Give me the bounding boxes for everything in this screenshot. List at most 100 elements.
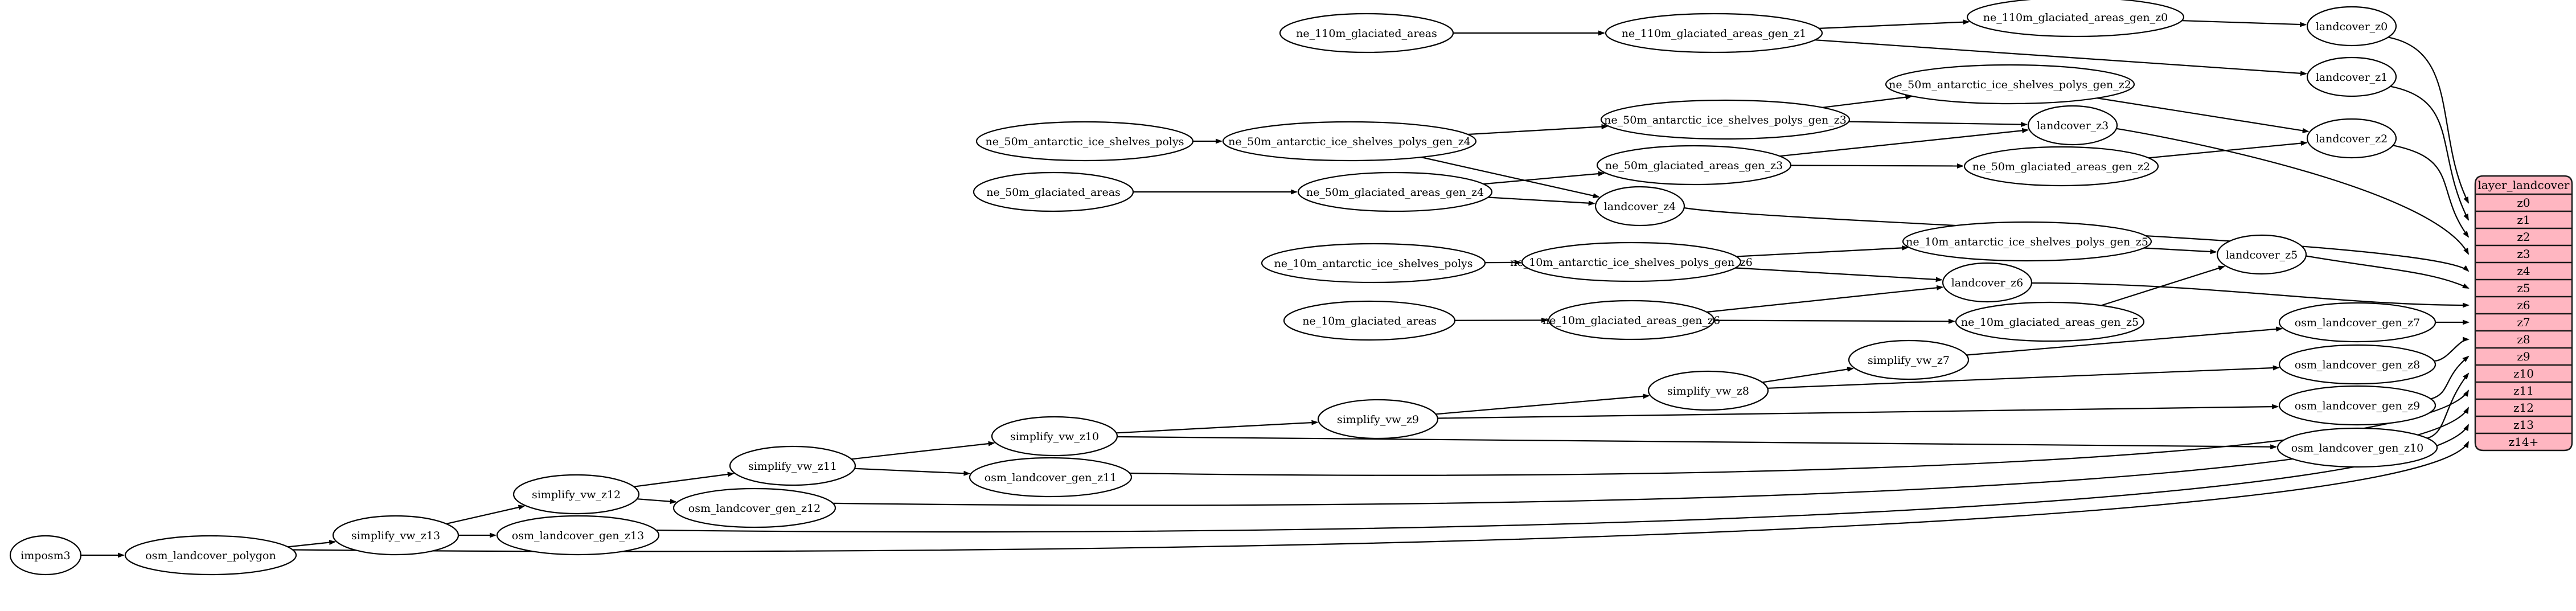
node-ellipse [2278,302,2436,343]
node-ellipse [2276,427,2438,468]
node-label: ne_10m_antarctic_ice_shelves_polys_gen_z… [1906,236,2148,248]
node-label: ne_50m_antarctic_ice_shelves_polys_gen_z… [1228,136,1471,148]
edge-ne_50m_antarctic_ice_shelves_polys_gen_z4-to-landcover_z4 [1421,156,1600,199]
table-row-z0: z0 [2517,196,2530,210]
node-ellipse [332,515,460,556]
node-label: ne_50m_glaciated_areas_gen_z3 [1605,159,1783,172]
node-ellipse [124,535,297,576]
node-label: osm_landcover_gen_z7 [2295,317,2420,329]
node-ne_50m_antarctic_ice_shelves_polys_gen_z2: ne_50m_antarctic_ice_shelves_polys_gen_z… [1885,64,2135,105]
edge-simplify_vw_z8-to-osm_landcover_gen_z8 [1767,365,2280,389]
edge-osm_landcover_polygon-to-simplify_vw_z13 [288,540,337,548]
node-ne_110m_glaciated_areas_gen_z1: ne_110m_glaciated_areas_gen_z1 [1605,13,1823,54]
edge-ne_50m_glaciated_areas_gen_z4-to-ne_50m_glaciated_areas_gen_z3 [1483,171,1605,185]
edge-simplify_vw_z11-to-osm_landcover_gen_z11 [854,468,971,476]
node-ne_50m_glaciated_areas: ne_50m_glaciated_areas [973,171,1134,212]
node-ellipse [729,445,856,486]
node-label: landcover_z4 [1604,200,1676,213]
node-ne_50m_glaciated_areas_gen_z3: ne_50m_glaciated_areas_gen_z3 [1596,145,1792,186]
node-ne_10m_glaciated_areas_gen_z6: ne_10m_glaciated_areas_gen_z6 [1543,300,1720,341]
node-label: osm_landcover_gen_z10 [2291,442,2423,454]
node-ellipse [2278,385,2436,426]
edge-ne_10m_glaciated_areas_gen_z6-to-landcover_z6 [1707,285,1944,313]
table-row-label: z3 [2517,247,2530,261]
edge-landcover_z2-to-row-z2 [2393,145,2470,238]
edge-ne_50m_glaciated_areas_gen_z3-to-landcover_z3 [1779,128,2029,157]
table-row-label: z2 [2517,230,2530,244]
node-label: ne_110m_glaciated_areas_gen_z0 [1983,11,2168,24]
node-ellipse [512,474,640,515]
table-row-z2: z2 [2517,230,2530,244]
node-ellipse [1279,13,1454,54]
node-label: ne_110m_glaciated_areas [1296,27,1437,40]
edge-osm_landcover_gen_z9-to-row-z9 [2430,355,2470,400]
node-label: ne_50m_glaciated_areas_gen_z2 [1972,161,2150,173]
node-ellipse [1297,171,1493,212]
edge-simplify_vw_z10-to-osm_landcover_gen_z10 [1117,436,2278,450]
node-label: simplify_vw_z9 [1337,413,1419,426]
edge-simplify_vw_z7-to-osm_landcover_gen_z7 [1966,326,2283,356]
edges-layer [81,19,2470,558]
edge-ne_110m_glaciated_areas_gen_z1-to-landcover_z1 [1815,39,2307,76]
node-ellipse [1955,301,2145,342]
node-osm_landcover_gen_z7: osm_landcover_gen_z7 [2278,302,2436,343]
node-label: landcover_z2 [2316,133,2388,145]
node-ellipse [1902,221,2152,262]
node-ellipse [1596,145,1792,186]
node-ellipse [1605,13,1823,54]
node-label: osm_landcover_gen_z12 [688,502,821,515]
table-row-z13: z13 [2513,418,2534,432]
node-ellipse [1521,241,1742,282]
table-row-label: z10 [2513,367,2534,380]
node-label: ne_50m_antarctic_ice_shelves_polys [986,136,1184,148]
node-label: simplify_vw_z11 [748,460,837,473]
edge-ne_10m_glaciated_areas_gen_z5-to-landcover_z5 [2101,265,2226,306]
node-landcover_z4: landcover_z4 [1594,186,1685,227]
node-landcover_z2: landcover_z2 [2306,118,2397,159]
edge-simplify_vw_z12-to-osm_landcover_gen_z12 [637,498,677,505]
edge-landcover_z3-to-row-z3 [2116,128,2469,255]
node-ellipse [969,457,1133,498]
edge-ne_50m_glaciated_areas_gen_z2-to-landcover_z2 [2148,141,2308,159]
node-label: osm_landcover_gen_z9 [2295,400,2420,412]
edge-ne_50m_antarctic_ice_shelves_polys_gen_z2-to-landcover_z2 [2097,97,2310,133]
edge-simplify_vw_z11-to-simplify_vw_z10 [851,441,995,460]
node-label: landcover_z0 [2316,20,2388,33]
node-landcover_z0: landcover_z0 [2306,6,2397,47]
edge-ne_50m_antarctic_ice_shelves_polys_gen_z3-to-landcover_z3 [1848,121,2028,128]
node-ellipse [2306,56,2397,97]
edge-ne_10m_glaciated_areas_gen_z6-to-ne_10m_glaciated_areas_gen_z5 [1713,318,1955,324]
edge-ne_10m_antarctic_ice_shelves_polys_gen_z5-to-landcover_z5 [2144,247,2217,255]
table-row-z9: z9 [2517,350,2530,363]
node-label: osm_landcover_gen_z11 [985,471,1117,484]
node-landcover_z1: landcover_z1 [2306,56,2397,97]
table-row-z3: z3 [2517,247,2530,261]
node-ellipse [2278,344,2436,385]
node-label: ne_10m_glaciated_areas [1302,315,1437,327]
node-ellipse [2027,105,2118,146]
node-label: ne_10m_antarctic_ice_shelves_polys [1274,257,1473,270]
edge-ne_50m_antarctic_ice_shelves_polys_gen_z3-to-ne_50m_antarctic_ice_shelves_polys_gen_z2 [1822,95,1913,108]
node-label: landcover_z6 [1951,277,2024,289]
node-simplify_vw_z12: simplify_vw_z12 [512,474,640,515]
table-row-z11: z11 [2513,384,2534,397]
table-title: layer_landcover [2478,178,2570,192]
node-simplify_vw_z13: simplify_vw_z13 [332,515,460,556]
table-row-label: z7 [2517,315,2530,329]
table-row-z5: z5 [2517,281,2530,295]
node-ellipse [1548,300,1715,341]
node-osm_landcover_polygon: osm_landcover_polygon [124,535,297,576]
edge-ne_10m_antarctic_ice_shelves_polys_gen_z6-to-landcover_z6 [1735,267,1943,282]
layer-landcover-table: layer_landcoverz0z1z2z3z4z5z6z7z8z9z10z1… [2474,175,2573,452]
table-row-z8: z8 [2517,333,2530,346]
node-osm_landcover_gen_z9: osm_landcover_gen_z9 [2278,385,2436,426]
edge-simplify_vw_z10-to-simplify_vw_z9 [1116,420,1319,434]
node-ellipse [496,515,660,556]
node-label: landcover_z5 [2226,249,2298,261]
node-ne_50m_antarctic_ice_shelves_polys: ne_50m_antarctic_ice_shelves_polys [975,121,1194,162]
node-ellipse [672,487,836,528]
node-simplify_vw_z7: simplify_vw_z7 [1848,339,1970,380]
table-row-label: z12 [2513,401,2534,415]
edge-ne_110m_glaciated_areas_gen_z1-to-ne_110m_glaciated_areas_gen_z0 [1819,19,1970,29]
